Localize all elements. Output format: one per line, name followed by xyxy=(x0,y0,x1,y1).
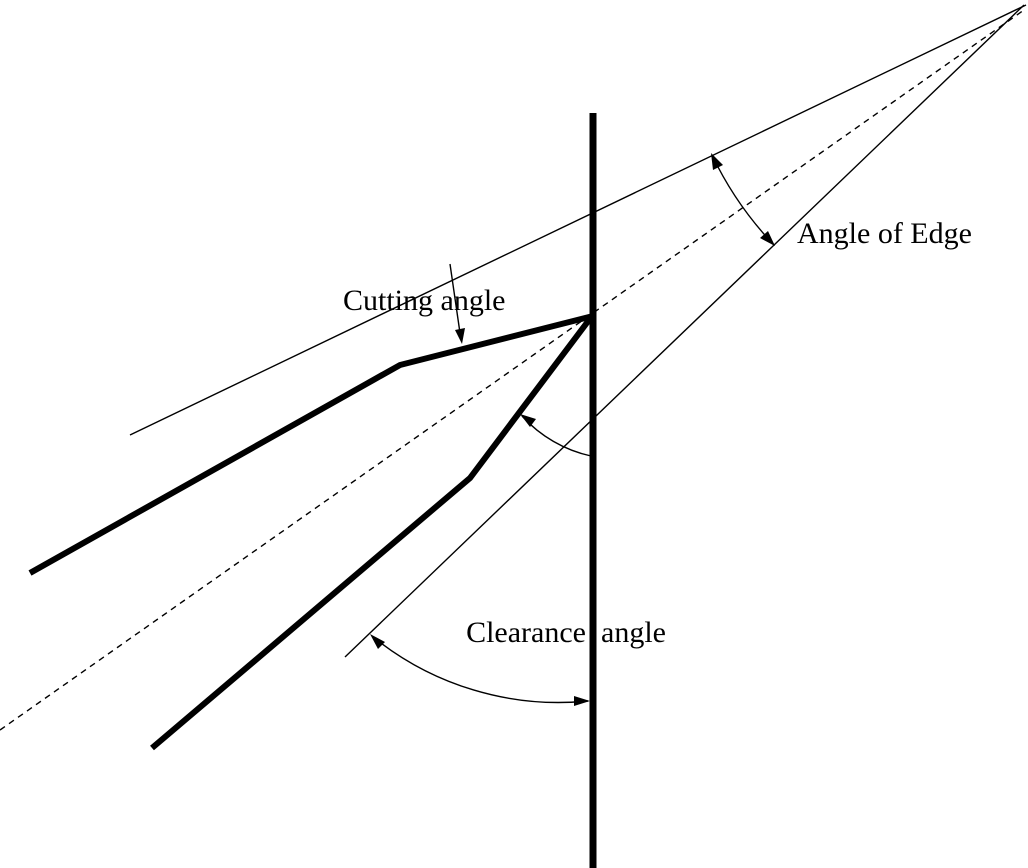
angle-of-edge-arrowhead-top-icon xyxy=(711,153,723,170)
cutting-angle-arrowhead-icon xyxy=(520,414,536,427)
cutting-angle-label: Cutting angle xyxy=(343,284,505,317)
cutting-angle-leader-line xyxy=(449,263,461,334)
clearance-angle-label-word1: Clearance xyxy=(466,616,586,649)
edge-construction-line-lower xyxy=(344,4,1025,658)
clearance-angle-arc xyxy=(371,635,589,704)
clearance-angle-arrowhead-right-icon xyxy=(574,696,590,706)
edge-construction-line-upper xyxy=(129,4,1027,436)
angle-of-edge-arrowhead-bottom-icon xyxy=(760,231,775,246)
cutting-angle-leader-arrowhead-icon xyxy=(455,328,465,344)
angle-of-edge-arc xyxy=(711,154,775,246)
tool-upper-face-line xyxy=(28,313,594,576)
clearance-angle-label-word2: angle xyxy=(601,616,666,649)
angle-of-edge-label: Angle of Edge xyxy=(797,217,972,250)
tool-lower-face-line xyxy=(150,314,595,751)
clearance-angle-arrowhead-left-icon xyxy=(370,634,385,649)
